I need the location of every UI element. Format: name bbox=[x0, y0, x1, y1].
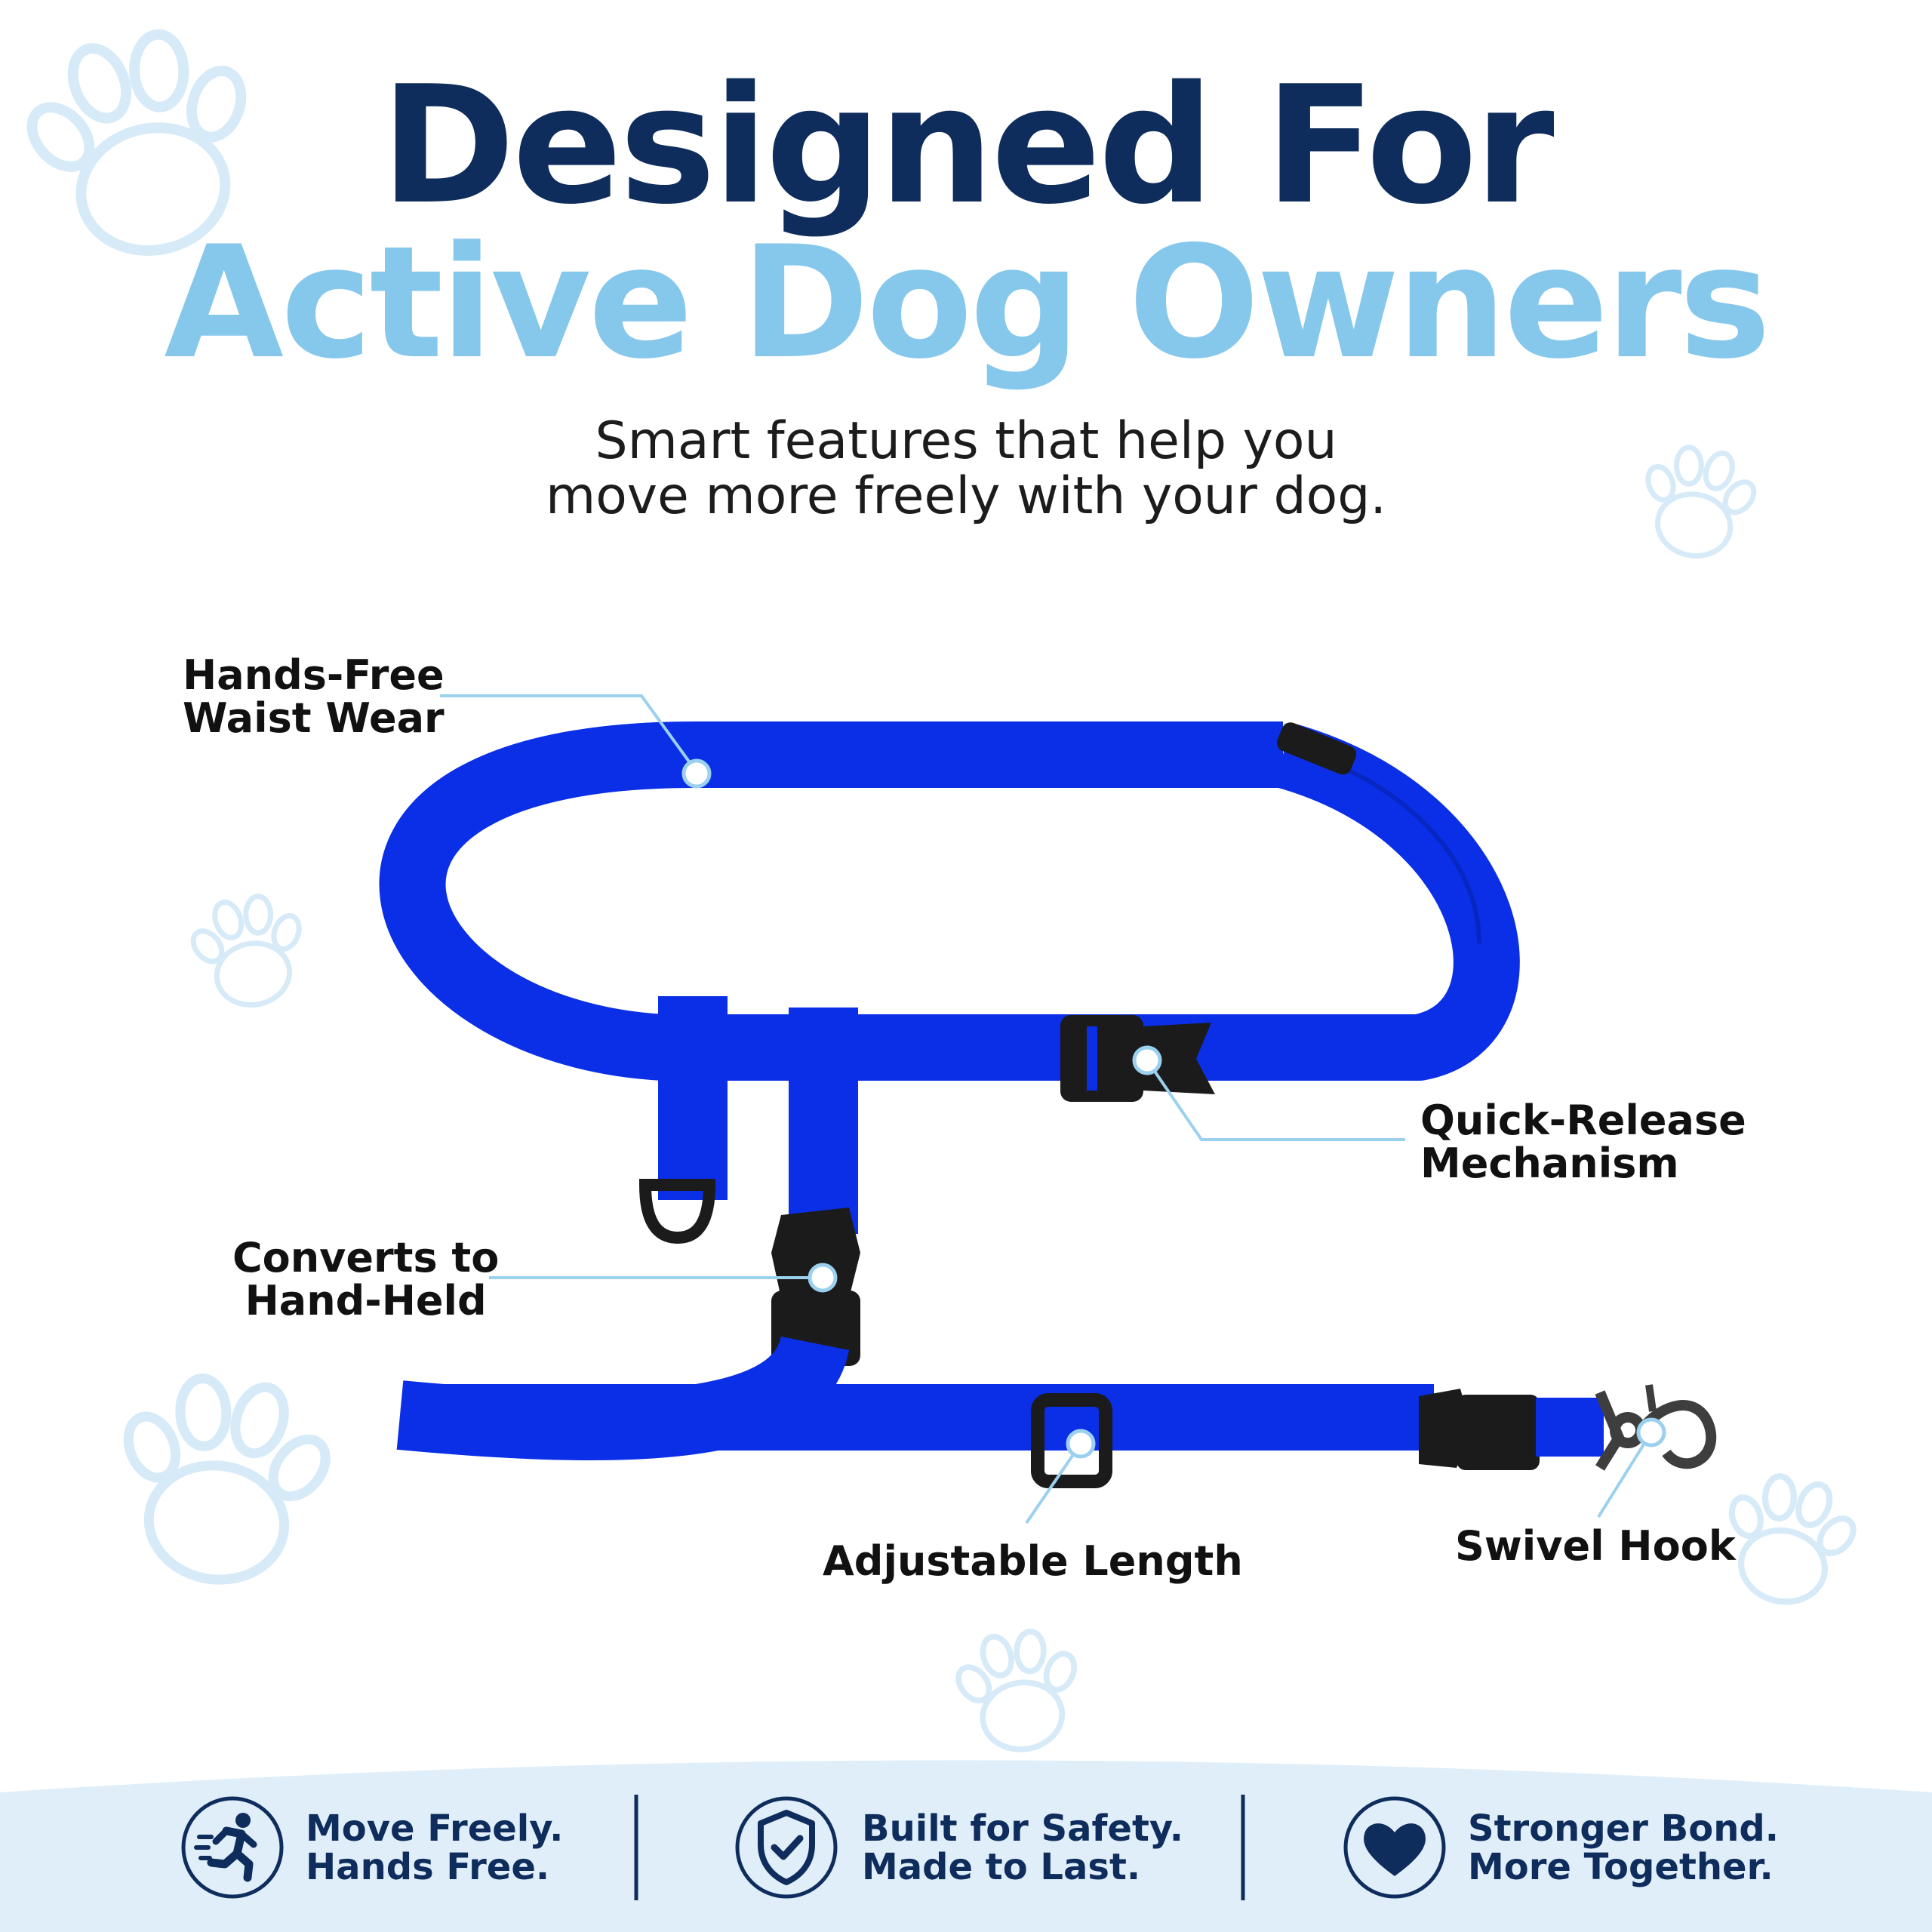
heart-icon bbox=[1343, 1796, 1446, 1899]
callout-markers bbox=[681, 758, 1666, 1459]
feature-text: Built for Safety. Made to Last. bbox=[862, 1810, 1183, 1887]
callout-waist-wear: Hands-Free Waist Wear bbox=[183, 654, 445, 740]
d-ring-strap bbox=[658, 996, 728, 1200]
callout-waist-line-1: Hands-Free bbox=[183, 651, 445, 699]
d-ring bbox=[638, 1179, 716, 1244]
callout-adjustable-label: Adjustable Length bbox=[823, 1537, 1243, 1585]
paw-print-icon bbox=[182, 888, 316, 1015]
headline-line-1: Designed For bbox=[380, 51, 1554, 240]
callout-swivel-hook: Swivel Hook bbox=[1455, 1524, 1736, 1567]
callout-adjustable-length: Adjustable Length bbox=[823, 1540, 1243, 1583]
feature-line-2: Made to Last. bbox=[862, 1846, 1141, 1888]
length-adjuster bbox=[1031, 1393, 1112, 1488]
callout-quick-release-line-1: Quick-Release bbox=[1420, 1097, 1746, 1144]
paw-print-icon bbox=[100, 1364, 345, 1595]
feature-text: Stronger Bond. More Together. bbox=[1468, 1810, 1779, 1887]
callout-quick-release-line-2: Mechanism bbox=[1420, 1140, 1679, 1187]
feature-banner-background bbox=[0, 1760, 1932, 1932]
headline-line-2: Active Dog Owners bbox=[164, 214, 1770, 393]
belt-slider bbox=[1276, 722, 1357, 775]
subheadline-line-1: Smart features that help you bbox=[595, 411, 1337, 471]
feature-line-1: Stronger Bond. bbox=[1468, 1807, 1779, 1850]
callout-quick-release: Quick-Release Mechanism bbox=[1420, 1099, 1746, 1185]
waist-belt-strap bbox=[379, 721, 1520, 1081]
callout-swivel-label: Swivel Hook bbox=[1455, 1522, 1736, 1570]
callout-hand-held: Converts to Hand-Held bbox=[232, 1236, 499, 1322]
feature-line-1: Move Freely. bbox=[306, 1807, 564, 1850]
end-buckle bbox=[1419, 1389, 1540, 1470]
feature-line-2: Hands Free. bbox=[306, 1846, 550, 1888]
callout-hand-held-line-2: Hand-Held bbox=[245, 1277, 487, 1324]
feature-line-2: More Together. bbox=[1468, 1846, 1774, 1888]
paw-print-icon bbox=[947, 1623, 1091, 1758]
callout-leader-lines bbox=[440, 694, 1653, 1524]
feature-text: Move Freely. Hands Free. bbox=[306, 1810, 563, 1887]
subheadline: Smart features that help you move more f… bbox=[0, 414, 1932, 524]
callout-waist-line-2: Waist Wear bbox=[183, 694, 445, 742]
quick-release-buckle bbox=[1060, 1015, 1215, 1102]
subheadline-line-2: move more freely with your dog. bbox=[545, 466, 1387, 526]
running-person-icon bbox=[181, 1796, 284, 1899]
feature-line-1: Built for Safety. bbox=[862, 1807, 1184, 1850]
callout-hand-held-line-1: Converts to bbox=[232, 1234, 500, 1281]
shield-check-icon bbox=[735, 1796, 838, 1899]
leash-illustration bbox=[379, 694, 1717, 1524]
